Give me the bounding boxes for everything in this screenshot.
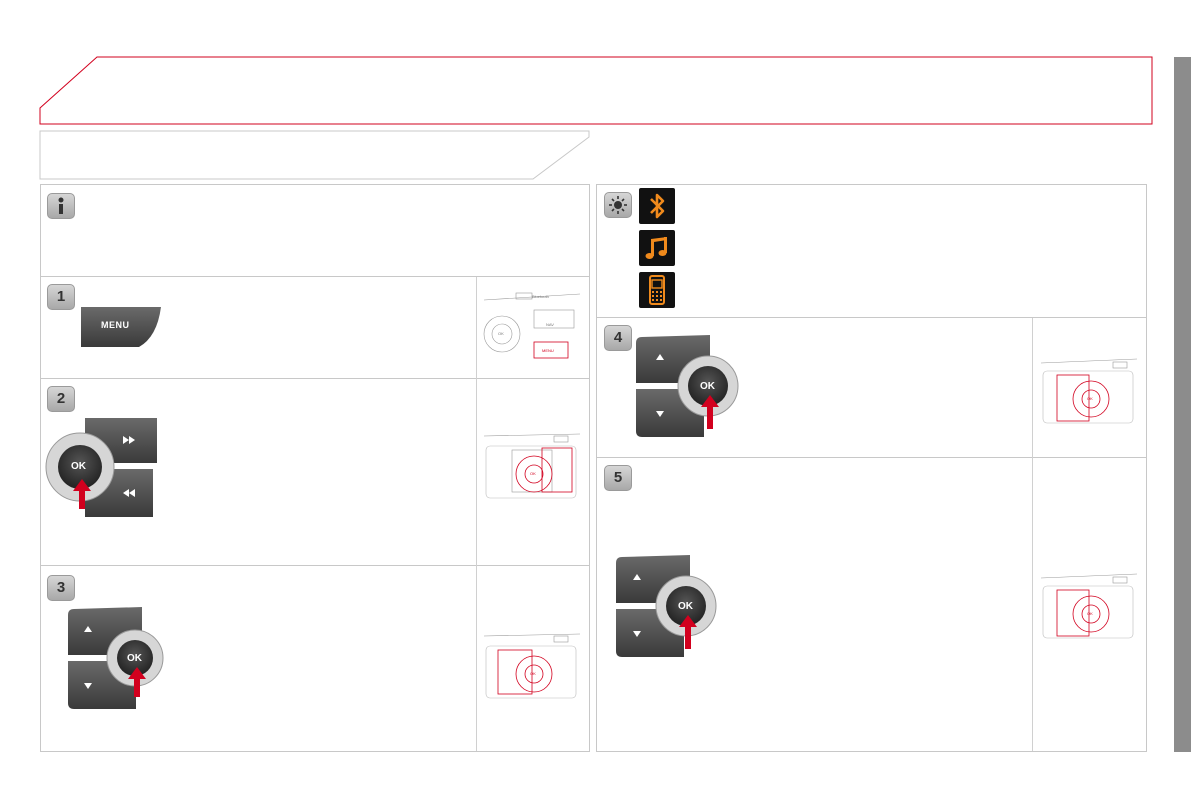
console-thumbnail-4: OK [1040,358,1138,424]
tip-badge [604,192,632,218]
nav-label: NAV [546,322,554,327]
console-thumbnail-1: Bluetooth OK NAV MENU [483,292,581,359]
tip-icon [609,196,627,214]
up-down-ok-control[interactable]: OK [612,553,722,663]
menu-button[interactable]: MENU [81,307,163,347]
chapter-side-bar [1174,57,1191,752]
divider [597,457,1146,458]
divider [41,565,589,566]
ok-label: OK [127,653,143,664]
step-2-badge: 2 [47,386,75,412]
right-panel [596,184,1147,752]
divider [597,317,1146,318]
bluetooth-icon [650,193,665,219]
step-3-badge: 3 [47,575,75,601]
ok-label: OK [678,601,694,612]
console-thumbnail-3: OK [483,633,581,699]
step-4-badge: 4 [604,325,632,351]
bluetooth-tile [639,188,675,224]
seek-ok-control[interactable]: OK [45,415,165,525]
phone-tile [639,272,675,308]
ok-small-label: OK [1087,396,1093,401]
ok-label: OK [71,461,87,472]
info-badge [47,193,75,219]
mobile-phone-icon [649,275,665,305]
menu-small-label: MENU [542,348,554,353]
ok-small-label: OK [1087,611,1093,616]
divider [476,277,477,751]
page-header-frame [39,56,1153,180]
ok-small-label: OK [498,331,504,336]
info-icon [58,197,64,214]
music-tile [639,230,675,266]
divider [1032,318,1033,751]
ok-label: OK [700,381,716,392]
console-thumbnail-2: OK [483,433,581,499]
menu-button-label: MENU [101,320,130,330]
up-down-ok-control[interactable]: OK [64,605,164,715]
divider [41,276,589,277]
bluetooth-label: Bluetooth [532,294,549,299]
menu-button-shape [81,307,161,347]
up-down-ok-control[interactable]: OK [632,333,742,443]
ok-small-label: OK [530,471,536,476]
music-note-icon [645,237,667,259]
divider [41,378,589,379]
step-1-badge: 1 [47,284,75,310]
step-5-badge: 5 [604,465,632,491]
console-thumbnail-5: OK [1040,573,1138,639]
ok-small-label: OK [530,671,536,676]
